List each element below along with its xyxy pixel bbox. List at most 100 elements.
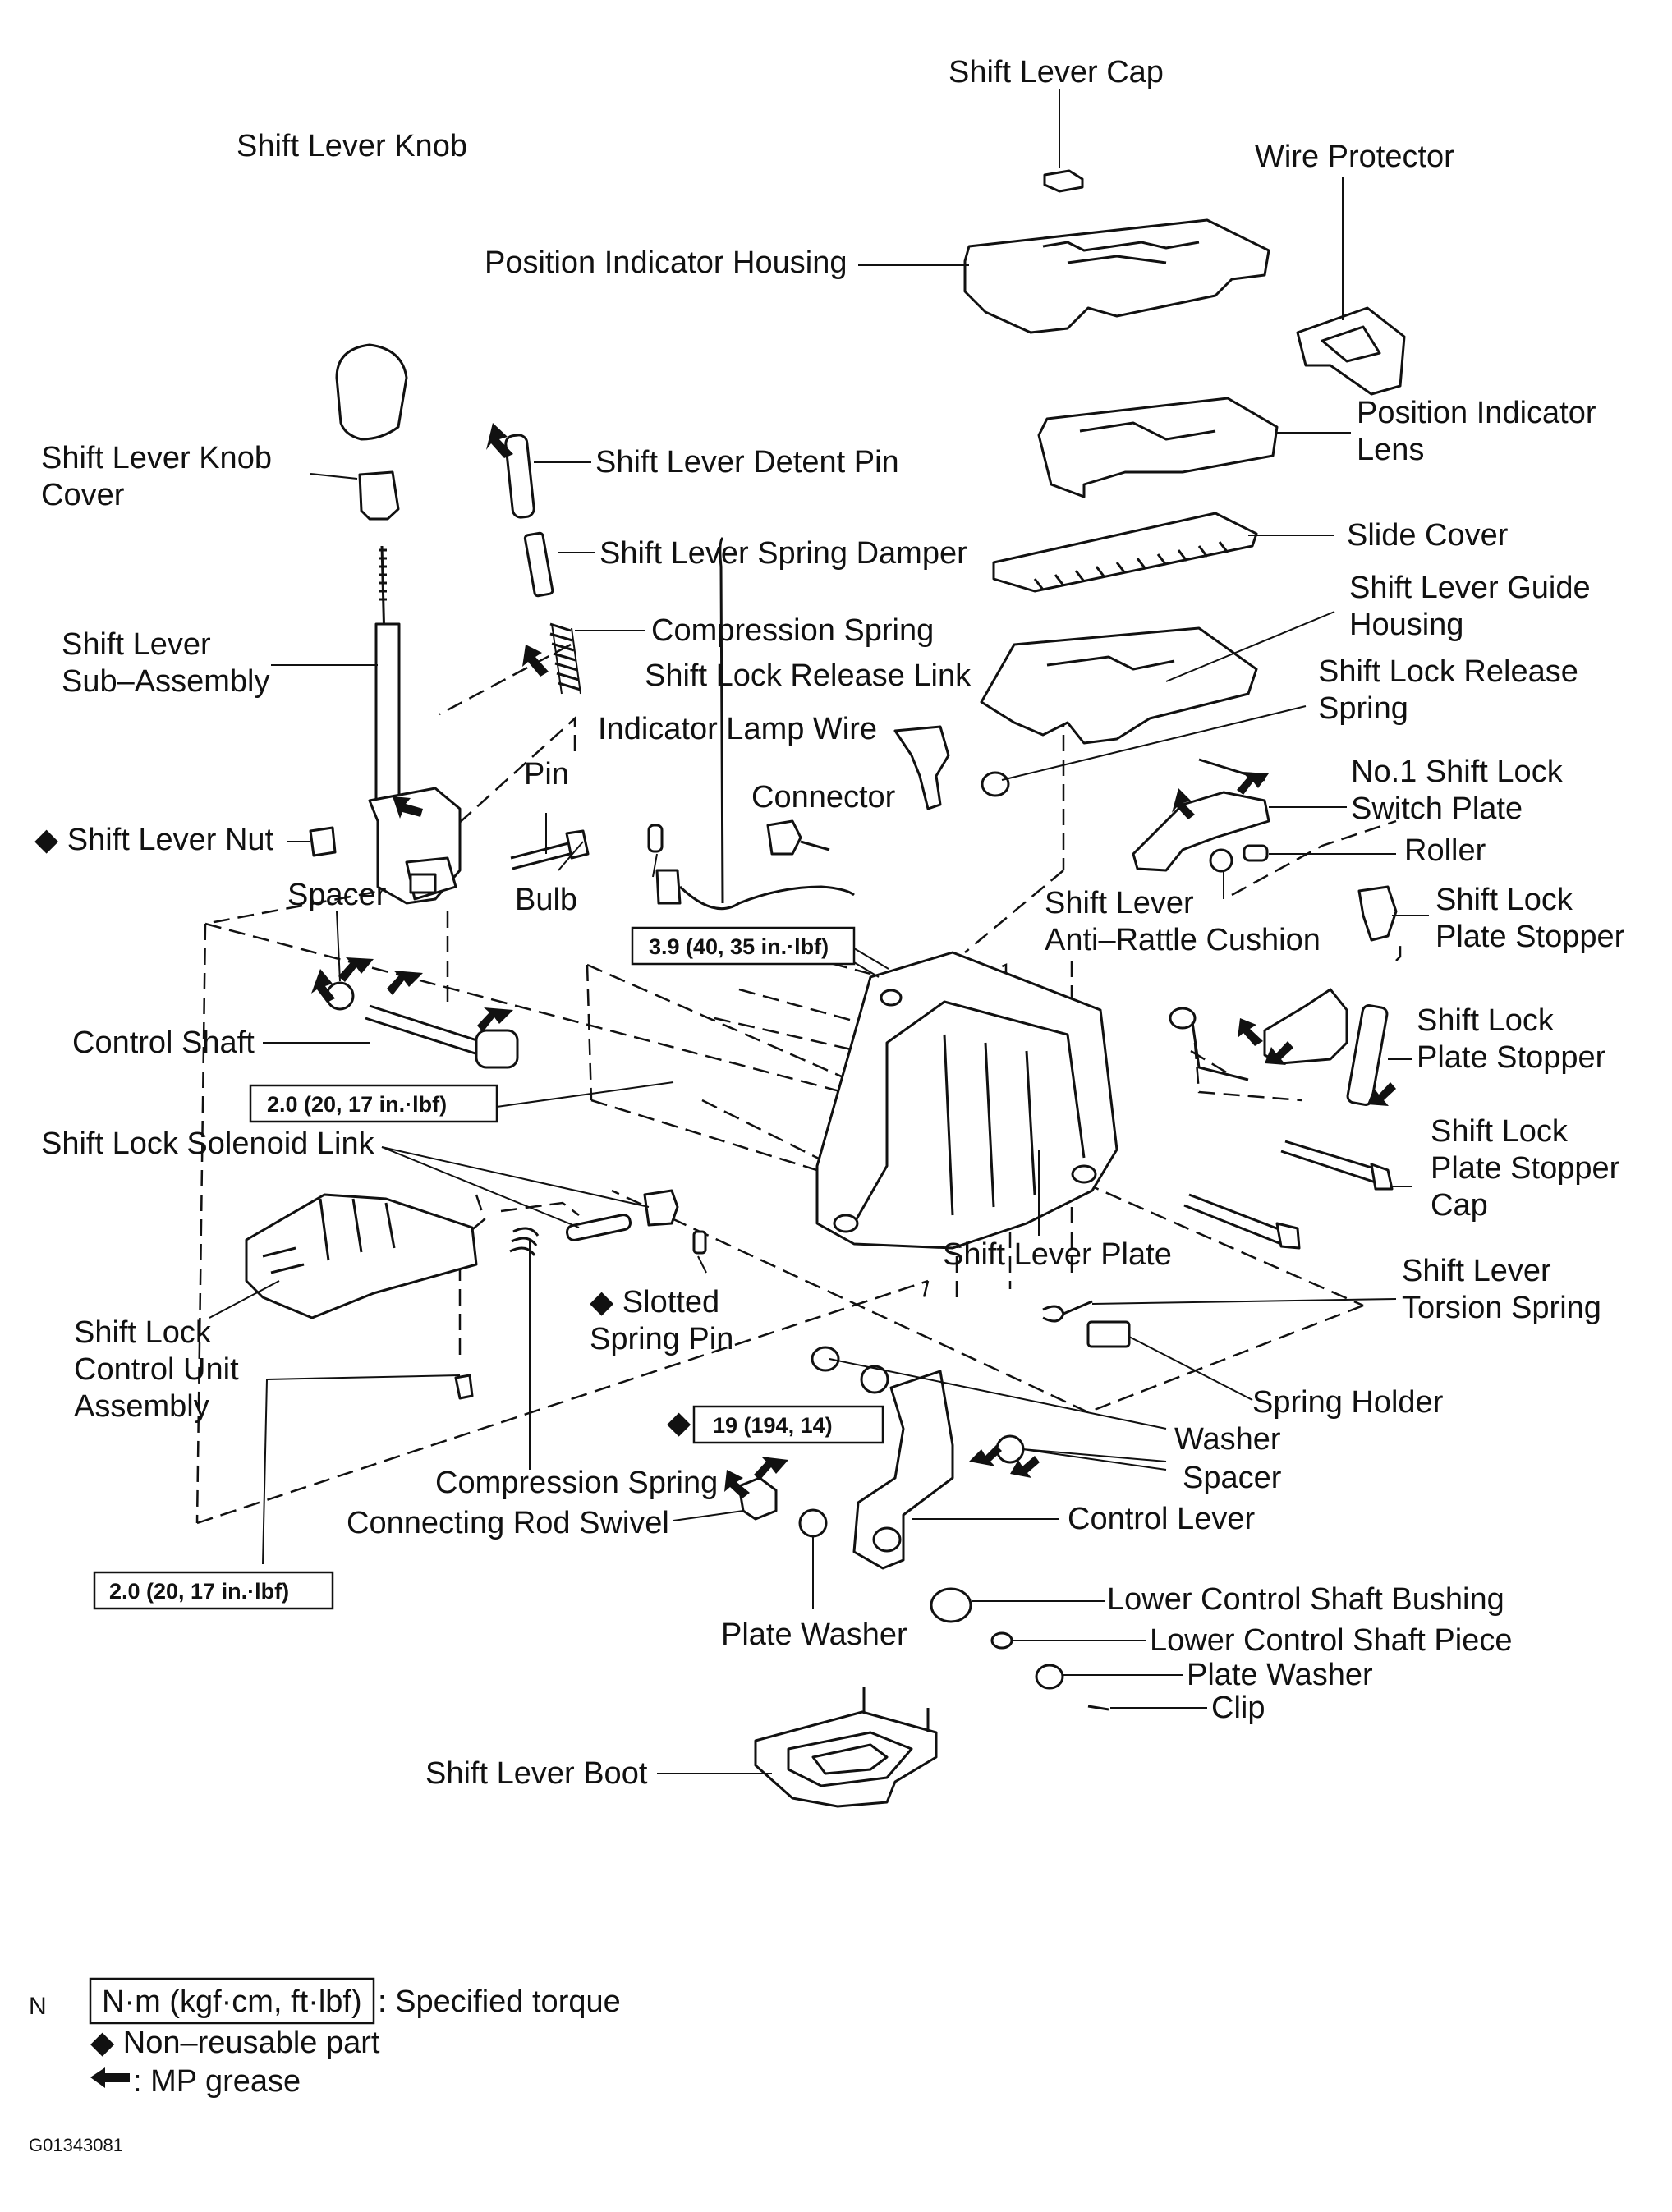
label-shift-lever-sub-assembly-1: Shift Lever bbox=[62, 627, 211, 662]
label-anti-rattle-cushion-2: Anti–Rattle Cushion bbox=[1045, 923, 1321, 957]
label-shift-lever-knob-cover-1: Shift Lever Knob bbox=[41, 441, 272, 475]
grease-arrow-icon bbox=[477, 1007, 513, 1032]
label-control-shaft: Control Shaft bbox=[72, 1026, 255, 1060]
shift-lever-spring-damper-shape bbox=[523, 531, 554, 598]
label-shift-lever-spring-damper: Shift Lever Spring Damper bbox=[599, 536, 967, 571]
label-shift-lock-plate-stopper-b-2: Plate Stopper bbox=[1417, 1040, 1606, 1075]
label-clip: Clip bbox=[1211, 1691, 1265, 1725]
shift-lever-cap-shape bbox=[1043, 169, 1084, 193]
grease-arrow-icon bbox=[311, 969, 335, 1003]
label-slide-cover: Slide Cover bbox=[1347, 518, 1509, 553]
label-spacer-upper: Spacer bbox=[287, 878, 387, 912]
label-spring-holder: Spring Holder bbox=[1252, 1385, 1444, 1420]
indicator-lamp-wire-shape bbox=[655, 536, 855, 911]
grease-arrow-icon bbox=[1265, 1041, 1293, 1065]
compression-spring-lower-shape bbox=[509, 1227, 540, 1256]
label-plate-washer-right: Plate Washer bbox=[1187, 1658, 1373, 1692]
label-shift-lever-cap: Shift Lever Cap bbox=[949, 55, 1164, 89]
label-shift-lock-control-unit-2: Control Unit bbox=[74, 1352, 239, 1387]
label-shift-lever-sub-assembly-2: Sub–Assembly bbox=[62, 664, 269, 699]
label-position-indicator-housing: Position Indicator Housing bbox=[485, 246, 847, 280]
part-labels: Shift Lever Cap Shift Lever Knob Wire Pr… bbox=[34, 55, 1625, 1791]
grease-arrow-icon bbox=[1367, 1082, 1396, 1106]
grease-arrow-icon bbox=[522, 645, 549, 677]
label-shift-lever-plate: Shift Lever Plate bbox=[943, 1237, 1172, 1272]
label-bulb: Bulb bbox=[515, 883, 577, 917]
shift-lever-guide-housing-shape bbox=[980, 626, 1258, 745]
label-no1-shift-lock-switch-plate-1: No.1 Shift Lock bbox=[1351, 755, 1564, 789]
grease-arrow-icon bbox=[338, 957, 374, 982]
label-control-lever: Control Lever bbox=[1068, 1502, 1255, 1536]
shift-lever-boot-shape bbox=[754, 1687, 938, 1808]
label-position-indicator-lens-1: Position Indicator bbox=[1357, 396, 1596, 430]
grease-arrow-icon bbox=[1237, 772, 1269, 795]
torque-specs: 3.9 (40, 35 in.·lbf) 2.0 (20, 17 in.·lbf… bbox=[93, 926, 884, 1610]
label-no1-shift-lock-switch-plate-2: Switch Plate bbox=[1351, 792, 1523, 826]
shift-lever-detent-pin-shape bbox=[504, 434, 535, 519]
label-roller: Roller bbox=[1404, 833, 1486, 868]
legend-torque-box-text: N·m (kgf·cm, ft·lbf) bbox=[102, 1985, 362, 2019]
washer-shape bbox=[860, 1365, 889, 1394]
shift-lever-torsion-spring-shape bbox=[1042, 1300, 1093, 1323]
parts bbox=[245, 169, 1406, 1808]
position-indicator-housing-shape bbox=[963, 218, 1270, 334]
anti-rattle-cushion-shape bbox=[1209, 848, 1233, 873]
shift-lock-solenoid-link-shape bbox=[565, 1214, 632, 1241]
label-shift-lock-plate-stopper-cap-3: Cap bbox=[1431, 1188, 1488, 1223]
label-compression-spring-upper: Compression Spring bbox=[651, 613, 934, 648]
shift-lever-knob-shape bbox=[335, 343, 408, 441]
label-shift-lever-nut: ◆ Shift Lever Nut bbox=[34, 823, 274, 857]
shift-lever-sub-assembly-shape bbox=[368, 545, 462, 905]
label-slotted-spring-pin-text: Slotted bbox=[622, 1285, 719, 1319]
connecting-rod-swivel-shape bbox=[737, 1476, 778, 1521]
compression-spring-upper-shape bbox=[549, 622, 581, 691]
label-compression-spring-lower: Compression Spring bbox=[435, 1466, 718, 1500]
grease-arrow-icon bbox=[1238, 1018, 1263, 1046]
slotted-spring-pin-shape bbox=[692, 1230, 707, 1255]
shift-lock-release-link-shape bbox=[893, 725, 950, 810]
slide-cover-shape bbox=[992, 512, 1258, 593]
wire-protector-shape bbox=[1296, 306, 1406, 396]
pin-shape bbox=[510, 829, 590, 870]
label-shift-lock-solenoid-link: Shift Lock Solenoid Link bbox=[41, 1127, 375, 1161]
label-anti-rattle-cushion-1: Shift Lever bbox=[1045, 886, 1194, 920]
torque-3-9: 3.9 (40, 35 in.·lbf) bbox=[649, 934, 829, 959]
legend-grease-arrow-icon bbox=[90, 2067, 130, 2088]
grease-arrow-icon bbox=[387, 971, 423, 995]
legend-diamond-icon: ◆ bbox=[90, 2026, 123, 2060]
legend-grease-text: : MP grease bbox=[133, 2064, 301, 2099]
label-slotted-spring-pin-2: Spring Pin bbox=[590, 1322, 733, 1356]
torque-2-0-upper: 2.0 (20, 17 in.·lbf) bbox=[267, 1092, 447, 1117]
control-lever-shape bbox=[852, 1370, 954, 1570]
torque-box-19 bbox=[692, 1405, 884, 1444]
roller-shape bbox=[1243, 844, 1269, 862]
non-reusable-diamond-icon-2: ◆ bbox=[590, 1285, 622, 1319]
label-shift-lever-torsion-spring-2: Torsion Spring bbox=[1402, 1291, 1601, 1325]
lower-control-shaft-bushing-shape bbox=[930, 1587, 972, 1623]
shift-lock-plate-stopper-b-shape bbox=[1169, 988, 1389, 1106]
label-indicator-lamp-wire: Indicator Lamp Wire bbox=[598, 712, 877, 746]
torque-box-2-0-upper bbox=[249, 1084, 498, 1123]
torque-2-0-lower: 2.0 (20, 17 in.·lbf) bbox=[109, 1579, 289, 1604]
lower-control-shaft-piece-shape bbox=[990, 1631, 1013, 1650]
label-connector: Connector bbox=[751, 780, 896, 815]
shift-lock-plate-stopper-a-shape bbox=[1357, 885, 1398, 942]
torque-19: 19 (194, 14) bbox=[713, 1413, 833, 1438]
legend-torque-text: : Specified torque bbox=[378, 1985, 621, 2019]
position-indicator-lens-shape bbox=[1037, 397, 1279, 498]
label-shift-lever-knob: Shift Lever Knob bbox=[237, 129, 467, 163]
torque-box-2-0-lower bbox=[93, 1571, 334, 1610]
spacer-lower-shape bbox=[995, 1434, 1025, 1464]
label-shift-lever-knob-cover-2: Cover bbox=[41, 478, 125, 512]
clip-shape bbox=[1087, 1705, 1109, 1711]
label-shift-lock-release-spring-1: Shift Lock Release bbox=[1318, 654, 1578, 689]
torque-box-3-9 bbox=[631, 926, 856, 966]
label-shift-lever-detent-pin: Shift Lever Detent Pin bbox=[595, 445, 899, 480]
shift-lock-plate-stopper-cap-shape bbox=[1280, 1140, 1394, 1191]
label-connecting-rod-swivel: Connecting Rod Swivel bbox=[347, 1506, 669, 1540]
shift-lever-plate-rod-shape bbox=[1183, 1193, 1301, 1250]
shift-lock-control-unit-shape bbox=[245, 1193, 478, 1319]
shift-lever-knob-cover-shape bbox=[358, 470, 400, 521]
torque-19-diamond-icon: ◆ bbox=[667, 1406, 691, 1440]
bolt-shape bbox=[454, 1374, 474, 1400]
